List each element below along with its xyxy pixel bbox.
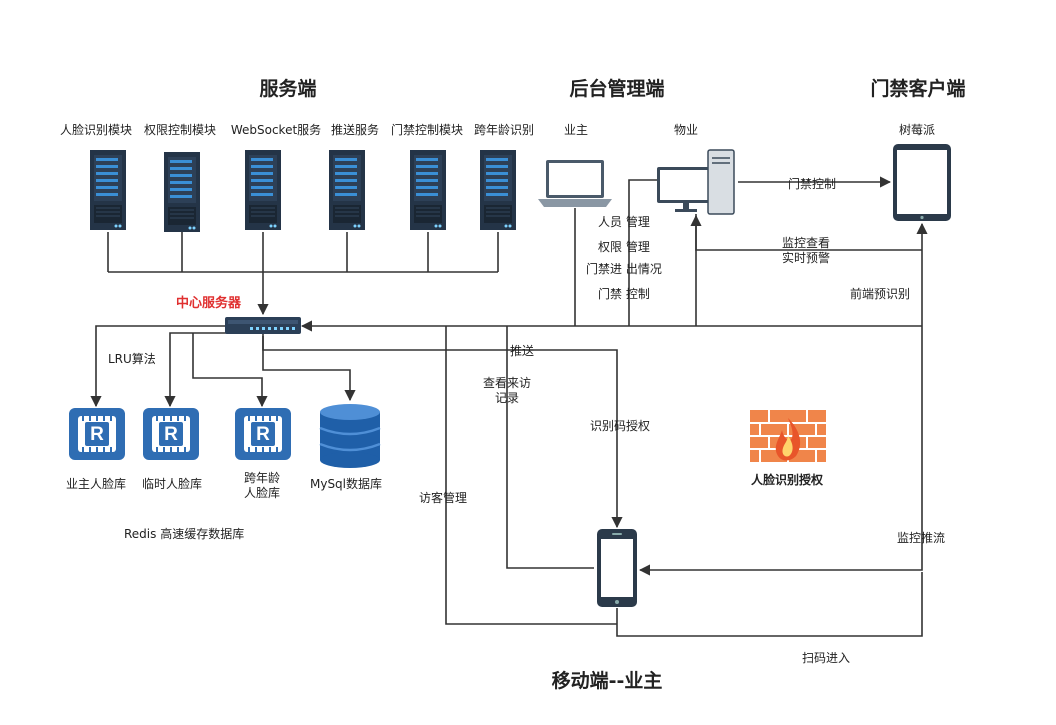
connection-lines <box>90 176 928 637</box>
door-control-flow-label: 门禁控制 <box>788 177 837 191</box>
visit-record-line2: 记录 <box>494 391 520 405</box>
redis-owner-face-icon <box>68 407 126 461</box>
raspberry-pi-label: 树莓派 <box>898 123 936 137</box>
property-label: 物业 <box>673 123 699 137</box>
mysql-label: MySql数据库 <box>309 477 383 491</box>
mysql-database-icon <box>319 404 381 468</box>
server-rack-face-recognition <box>89 149 127 231</box>
server-section-title: 服务端 <box>259 78 317 100</box>
visit-record-label: 查看来访 记录 <box>483 376 531 406</box>
tablet-icon <box>893 144 951 221</box>
server-rack-permission-control <box>163 151 201 233</box>
age-face-line: 跨年龄 <box>243 471 281 485</box>
server-rack-cross-age <box>479 149 517 231</box>
age-face-db-label: 跨年龄 人脸库 <box>244 471 280 501</box>
alert-line: 实时预警 <box>781 251 831 265</box>
visit-record-line1: 查看来访 <box>482 376 532 390</box>
owner-face-db-label: 业主人脸库 <box>65 477 127 491</box>
face-db-line: 人脸库 <box>243 486 281 500</box>
owner-label: 业主 <box>563 123 589 137</box>
server-rack-websocket <box>244 149 282 231</box>
visitor-management-label: 访客管理 <box>419 491 468 505</box>
code-authorization-label: 识别码授权 <box>590 419 651 433</box>
module-label-face-recognition: 人脸识别模块 <box>59 123 133 137</box>
module-label-push-service: 推送服务 <box>330 123 380 137</box>
firewall-icon <box>750 410 826 462</box>
admin-function-door-control: 门禁 控制 <box>598 287 650 301</box>
server-rack-push-service <box>328 149 366 231</box>
redis-temp-face-icon <box>142 407 200 461</box>
redis-age-face-icon <box>234 407 292 461</box>
server-rack-door-control <box>409 149 447 231</box>
admin-function-permission: 权限 管理 <box>598 240 650 254</box>
push-flow-label: 推送 <box>510 344 535 358</box>
admin-function-staff: 人员 管理 <box>598 215 650 229</box>
admin-function-access-log: 门禁进 出情况 <box>586 262 662 276</box>
module-label-websocket: WebSocket服务 <box>230 123 322 137</box>
module-label-cross-age: 跨年龄识别 <box>473 123 535 137</box>
lru-algorithm-label: LRU算法 <box>108 352 156 366</box>
redis-caption: Redis 高速缓存数据库 <box>124 527 245 541</box>
mobile-phone-icon <box>597 529 637 607</box>
module-label-door-control: 门禁控制模块 <box>390 123 464 137</box>
admin-section-title: 后台管理端 <box>569 78 665 100</box>
face-auth-label: 人脸识别授权 <box>750 473 824 487</box>
door-client-section-title: 门禁客户端 <box>870 78 966 100</box>
monitor-alert-label: 监控查看 实时预警 <box>782 236 830 266</box>
laptop-icon <box>538 160 612 207</box>
scan-enter-label: 扫码进入 <box>802 651 851 665</box>
temp-face-db-label: 临时人脸库 <box>141 477 203 491</box>
monitor-stream-label: 监控推流 <box>897 531 946 545</box>
module-label-permission-control: 权限控制模块 <box>143 123 217 137</box>
center-switch-icon <box>225 317 301 334</box>
mobile-section-title: 移动端--业主 <box>551 670 663 692</box>
front-recognition-label: 前端预识别 <box>850 287 911 301</box>
monitor-line: 监控查看 <box>781 236 831 250</box>
center-server-title: 中心服务器 <box>176 296 242 311</box>
desktop-computer-icon <box>657 149 735 215</box>
